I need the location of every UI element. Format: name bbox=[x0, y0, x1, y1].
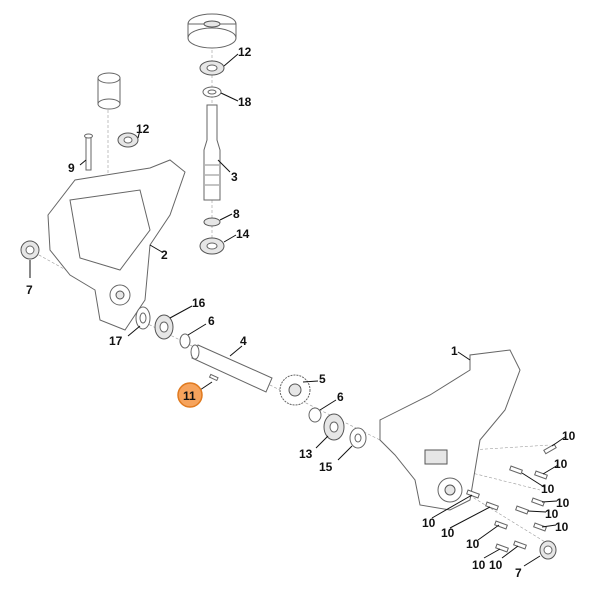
callout-12[interactable]: 12 bbox=[136, 122, 150, 136]
callout-10[interactable]: 10 bbox=[422, 516, 436, 530]
washer-18 bbox=[202, 86, 222, 98]
seal-15 bbox=[349, 427, 367, 449]
shaft-4 bbox=[190, 344, 273, 393]
bearing-12-left bbox=[117, 132, 139, 148]
callout-10[interactable]: 10 bbox=[472, 558, 486, 572]
callout-6[interactable]: 6 bbox=[208, 314, 215, 328]
housing-left-2 bbox=[47, 159, 186, 331]
spring-8 bbox=[203, 217, 221, 227]
screws-10 bbox=[466, 443, 557, 553]
screw-9 bbox=[84, 133, 93, 171]
ring-6 bbox=[179, 333, 191, 349]
shaft-3 bbox=[203, 104, 221, 201]
callout-10[interactable]: 10 bbox=[541, 482, 555, 496]
callout-12[interactable]: 12 bbox=[238, 45, 252, 59]
callout-10[interactable]: 10 bbox=[555, 520, 569, 534]
housing-right-1 bbox=[379, 349, 521, 511]
bearing-14 bbox=[199, 237, 225, 255]
callout-10[interactable]: 10 bbox=[489, 558, 503, 572]
callout-5[interactable]: 5 bbox=[319, 372, 326, 386]
key-11 bbox=[208, 373, 219, 382]
callout-10[interactable]: 10 bbox=[545, 507, 559, 521]
callout-10[interactable]: 10 bbox=[554, 457, 568, 471]
bearing-13 bbox=[323, 413, 345, 441]
callout-10[interactable]: 10 bbox=[466, 537, 480, 551]
callout-10[interactable]: 10 bbox=[562, 429, 576, 443]
ring-6-right bbox=[308, 407, 322, 423]
callout-18[interactable]: 18 bbox=[238, 95, 252, 109]
callout-7[interactable]: 7 bbox=[515, 566, 522, 580]
bearing-16 bbox=[154, 314, 174, 340]
callout-2[interactable]: 2 bbox=[161, 248, 168, 262]
gear-top bbox=[187, 13, 237, 49]
callout-16[interactable]: 16 bbox=[192, 296, 206, 310]
callout-labels: 12 18 12 9 3 8 14 2 7 16 6 17 4 1 11 5 6… bbox=[26, 45, 576, 580]
callout-17[interactable]: 17 bbox=[109, 334, 123, 348]
bearing-12-top bbox=[199, 60, 225, 76]
callout-14[interactable]: 14 bbox=[236, 227, 250, 241]
seal-7-left bbox=[20, 240, 40, 260]
callout-15[interactable]: 15 bbox=[319, 460, 333, 474]
callout-4[interactable]: 4 bbox=[240, 334, 247, 348]
seal-17 bbox=[135, 306, 151, 330]
callout-10[interactable]: 10 bbox=[441, 526, 455, 540]
callout-11[interactable]: 11 bbox=[183, 389, 196, 403]
callout-1[interactable]: 1 bbox=[451, 344, 458, 358]
gear-5 bbox=[279, 374, 311, 406]
leader-lines bbox=[29, 53, 566, 567]
seal-7-right bbox=[539, 540, 557, 560]
gear-left bbox=[97, 72, 121, 110]
callout-10[interactable]: 10 bbox=[556, 496, 570, 510]
callout-9[interactable]: 9 bbox=[68, 161, 75, 175]
callout-6[interactable]: 6 bbox=[337, 390, 344, 404]
callout-8[interactable]: 8 bbox=[233, 207, 240, 221]
callout-3[interactable]: 3 bbox=[231, 170, 238, 184]
callout-7[interactable]: 7 bbox=[26, 283, 33, 297]
callout-13[interactable]: 13 bbox=[299, 447, 313, 461]
highlight-callout-11[interactable] bbox=[177, 382, 203, 408]
